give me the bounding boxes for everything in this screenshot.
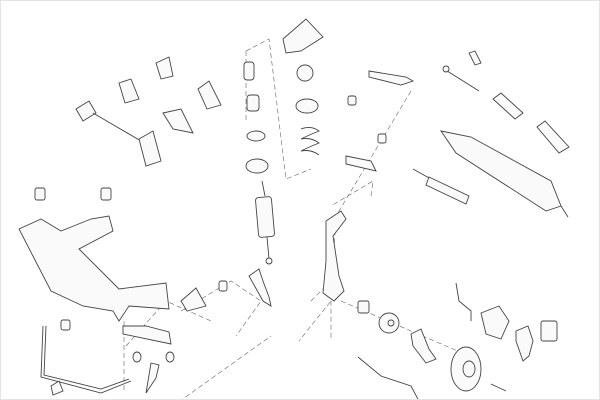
mount-bracket [180, 287, 207, 312]
upper-control-arm [368, 70, 415, 86]
cv-boot [162, 108, 194, 134]
bolt [468, 50, 482, 66]
track-control-arm [248, 268, 272, 307]
bushing [165, 351, 175, 363]
brake-shield [410, 328, 437, 364]
steering-knuckle [322, 210, 347, 302]
bolt [490, 383, 507, 392]
caliper-bracket [515, 325, 534, 362]
cv-boot [155, 56, 174, 80]
lower-arm [122, 325, 172, 345]
shock-absorber [255, 180, 275, 265]
brake-pads [540, 320, 558, 342]
strut-mount [282, 18, 324, 54]
tie-rod-end [442, 65, 480, 92]
bushing [218, 280, 228, 292]
subframe-bushing [100, 187, 112, 201]
bushing [60, 319, 71, 331]
steering-damper [412, 168, 470, 205]
coil-spring [300, 126, 320, 156]
drive-shaft [75, 100, 162, 167]
bump-stop [243, 61, 255, 81]
strut-bearing [246, 130, 266, 142]
wheel-bearing [357, 300, 370, 314]
stabilizer-bar [40, 325, 132, 394]
wheel-hub [378, 312, 400, 334]
top-mount [296, 64, 314, 82]
dust-cover [246, 94, 260, 112]
spring-pad [295, 98, 319, 114]
cv-boot [118, 78, 140, 104]
steering-rack [440, 130, 569, 218]
bushing [377, 133, 387, 144]
stabilizer-link [145, 362, 160, 394]
steering-boot [492, 92, 524, 120]
subframe-bushing [34, 187, 46, 201]
brake-disc [450, 346, 482, 392]
clamp [50, 380, 64, 396]
steering-boot [536, 120, 570, 154]
brake-caliper [480, 305, 510, 340]
cv-boot [197, 80, 222, 110]
wear-sensor [357, 356, 419, 399]
bushing [347, 95, 357, 106]
guide-arm [345, 155, 377, 172]
bushing [132, 351, 142, 363]
subframe [18, 215, 170, 322]
spring-seat [245, 158, 269, 174]
brake-hose [455, 282, 472, 321]
